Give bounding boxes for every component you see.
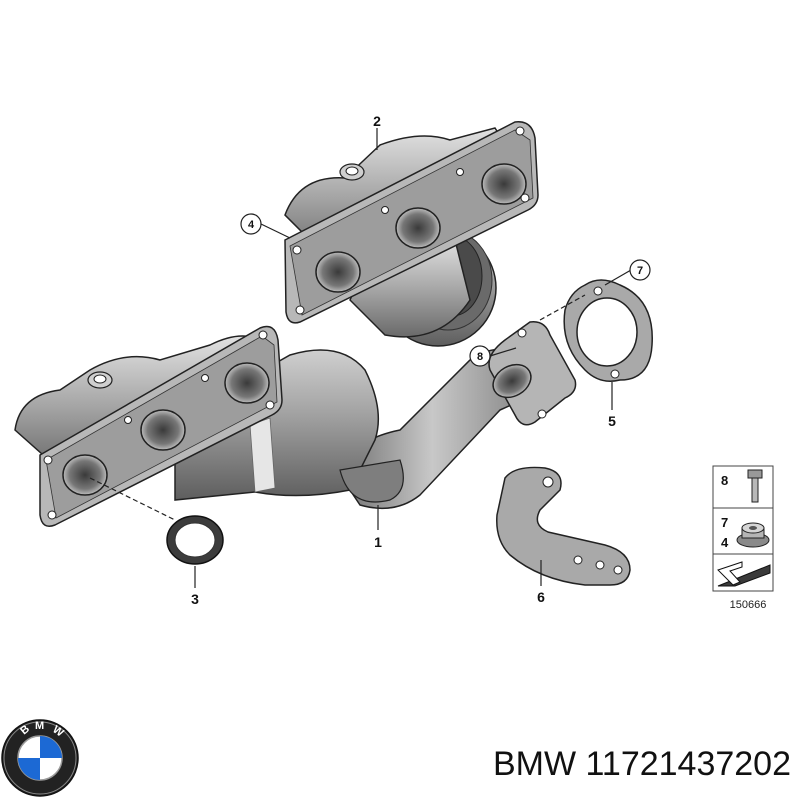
legend-nut-bottom-number: 4 (721, 535, 729, 550)
svg-text:4: 4 (248, 219, 255, 231)
upper-exhaust-manifold (284, 121, 539, 347)
diagram-reference-number: 150666 (730, 599, 767, 611)
svg-text:6: 6 (537, 589, 545, 605)
callout-8: 8 (469, 345, 491, 367)
gasket-5 (563, 279, 653, 382)
gasket-symbol-icon (717, 561, 771, 587)
legend-bolt-number: 8 (721, 473, 728, 488)
svg-text:8: 8 (477, 351, 483, 363)
svg-text:2: 2 (373, 113, 381, 129)
seal-ring-3 (166, 515, 224, 565)
callout-1: 1 (374, 534, 382, 550)
lower-manifold-catalytic-converter (14, 325, 404, 527)
nut-icon (736, 522, 770, 548)
callout-7: 7 (629, 259, 651, 281)
svg-text:5: 5 (608, 413, 616, 429)
svg-text:3: 3 (191, 591, 199, 607)
part-number-caption: BMW 11721437202 (493, 745, 791, 783)
callout-6: 6 (537, 589, 545, 605)
bracket-6 (496, 466, 631, 586)
svg-text:1: 1 (374, 534, 382, 550)
callout-2: 2 (373, 113, 381, 129)
callout-4: 4 (240, 213, 262, 235)
legend-nut-top-number: 7 (721, 515, 728, 530)
svg-text:M: M (35, 720, 44, 732)
svg-text:7: 7 (637, 265, 643, 277)
leader-lines (89, 128, 632, 588)
hardware-legend: 8 7 4 150666 (712, 465, 774, 611)
bmw-logo: B M W (1, 719, 79, 797)
bolt-icon (747, 469, 763, 503)
callout-3: 3 (191, 591, 199, 607)
callout-5: 5 (608, 413, 616, 429)
